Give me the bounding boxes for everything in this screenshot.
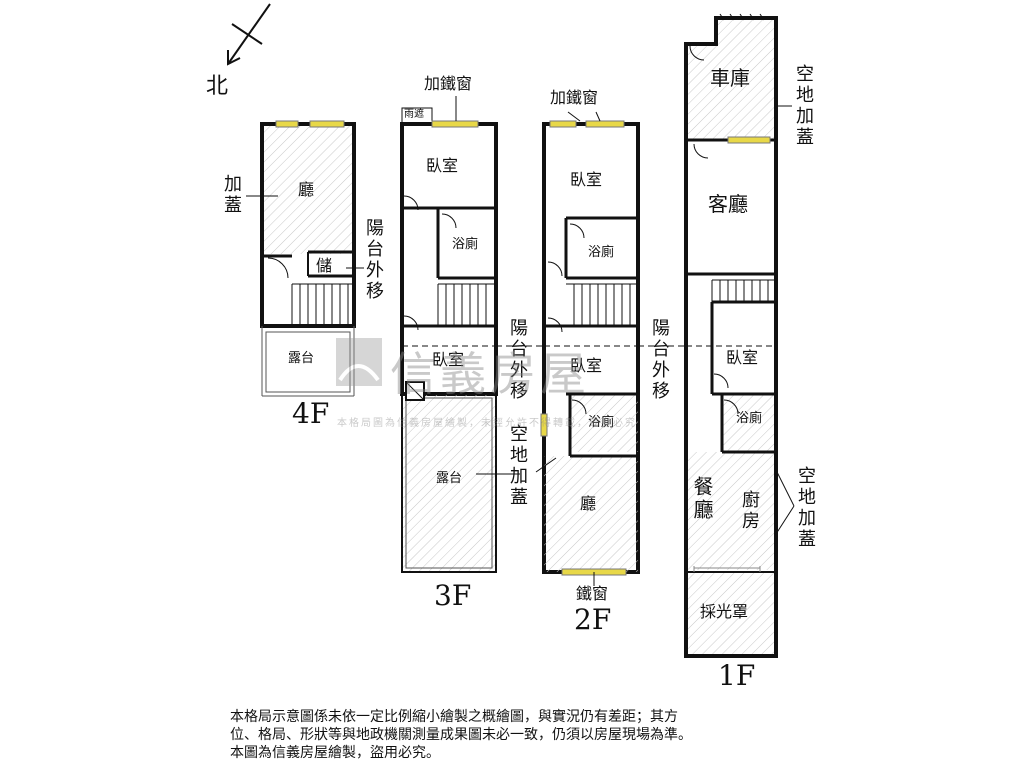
room-1f-dining: 餐廳: [690, 476, 714, 522]
room-1f-kitchen: 廚房: [739, 490, 760, 532]
note-3f-addon: 空地加蓋: [507, 424, 528, 508]
room-4f-living: 廳: [298, 180, 315, 199]
note-3f-canopy: 雨遮: [404, 109, 424, 120]
room-2f-living: 廳: [580, 494, 597, 513]
floor-3f-plan: [400, 96, 520, 573]
room-3f-terrace: 露台: [436, 471, 463, 486]
room-2f-bath-mid: 浴廁: [588, 415, 615, 430]
floor-label-2f: 2F: [574, 603, 612, 636]
floor-label-4f: 4F: [292, 397, 330, 430]
room-4f-terrace: 露台: [288, 351, 315, 366]
disclaimer-line: 本格局示意圖係未依一定比例縮小繪製之概繪圖，與實況仍有差距；其方: [230, 709, 678, 725]
compass-north-label: 北: [206, 74, 229, 99]
room-1f-garage: 車庫: [710, 66, 750, 90]
room-4f-storage: 儲: [316, 256, 333, 275]
watermark-notice: 本格局圖為信義房屋繪製，未經允許不得轉載，違者必究: [337, 418, 637, 429]
note-2f-balcony: 陽台外移: [649, 318, 670, 402]
note-4f-balcony: 陽台外移: [363, 218, 384, 302]
room-2f-bedroom-mid: 臥室: [570, 356, 603, 375]
watermark-logo: [336, 338, 382, 386]
note-1f-addon-bottom: 空地加蓋: [795, 466, 816, 550]
floor-1f-plan: [684, 13, 795, 658]
note-2f-bottom-window: 鐵窗: [576, 584, 609, 603]
note-3f-iron-window: 加鐵窗: [424, 74, 473, 93]
room-1f-skylight: 採光罩: [700, 602, 749, 621]
floor-label-1f: 1F: [718, 659, 756, 692]
room-3f-bath: 浴廁: [452, 237, 479, 252]
note-2f-iron-window: 加鐵窗: [550, 88, 599, 107]
room-1f-living: 客廳: [708, 192, 748, 216]
room-2f-bedroom-top: 臥室: [570, 170, 603, 189]
note-3f-balcony: 陽台外移: [507, 318, 528, 402]
room-1f-bedroom: 臥室: [726, 348, 759, 367]
watermark-brand: 信義房屋: [390, 347, 590, 401]
room-3f-bedroom-top: 臥室: [426, 156, 459, 175]
room-3f-bedroom-mid: 臥室: [432, 350, 465, 369]
compass-arrow: [227, 3, 271, 66]
note-1f-addon-top: 空地加蓋: [793, 64, 814, 148]
disclaimer: 本格局示意圖係未依一定比例縮小繪製之概繪圖，與實況仍有差距；其方 位、格局、形狀…: [230, 708, 830, 762]
room-1f-bath: 浴廁: [736, 411, 763, 426]
note-4f-addon: 加蓋: [221, 174, 242, 216]
room-2f-bath-top: 浴廁: [588, 245, 615, 260]
floor-2f-plan: [535, 111, 640, 586]
disclaimer-line: 位、格局、形狀等與地政機關測量成果圖未必一致，仍須以房屋現場為準。: [230, 727, 692, 743]
floor-label-3f: 3F: [434, 579, 472, 612]
floor-4f-plan: [246, 120, 364, 397]
disclaimer-line: 本圖為信義房屋繪製，盜用必究。: [230, 745, 440, 761]
